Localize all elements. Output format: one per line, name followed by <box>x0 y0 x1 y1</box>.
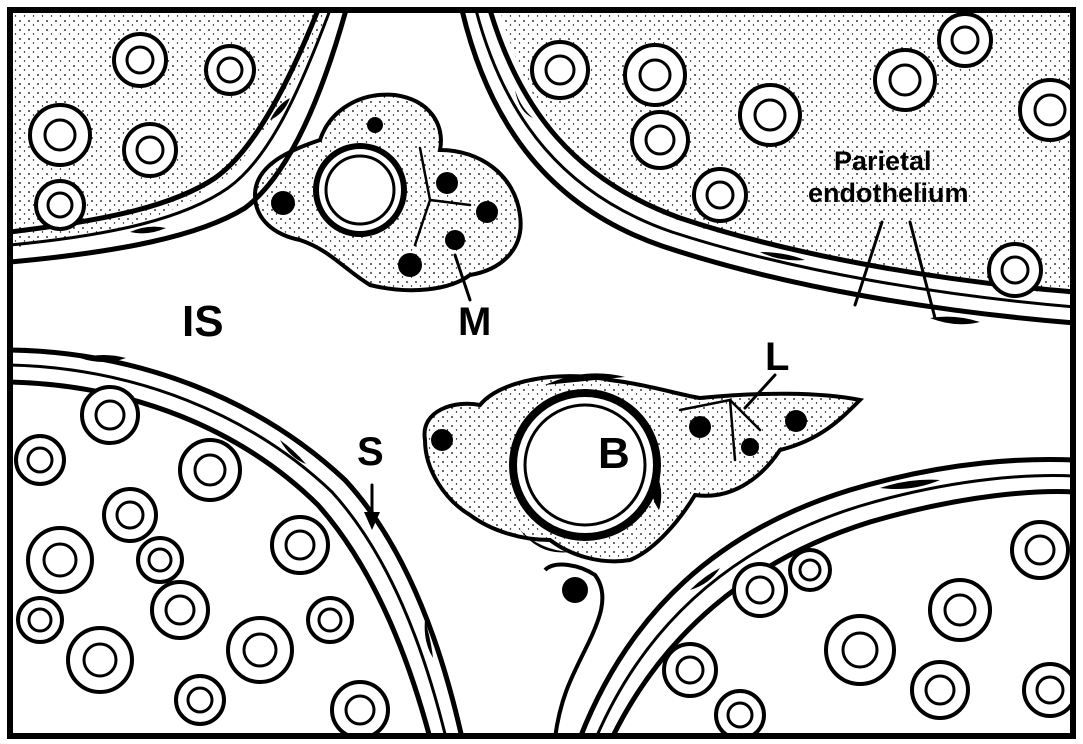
red-blood-cell <box>206 46 254 94</box>
red-blood-cell <box>272 517 328 573</box>
red-blood-cell <box>16 436 64 484</box>
red-blood-cell <box>308 598 352 642</box>
red-blood-cell <box>716 691 764 739</box>
red-blood-cell <box>82 387 138 443</box>
red-blood-cell <box>734 564 786 616</box>
label-lymphocyte: L <box>765 335 789 379</box>
red-blood-cell <box>176 676 224 724</box>
red-blood-cell <box>138 538 182 582</box>
label-parietal-line2: endothelium <box>808 178 969 208</box>
label-blood-vessel: B <box>598 429 630 478</box>
red-blood-cell <box>740 85 800 145</box>
red-blood-cell <box>332 682 388 738</box>
red-blood-cell <box>912 662 968 718</box>
red-blood-cell <box>180 440 240 500</box>
red-blood-cell <box>36 181 84 229</box>
red-blood-cell <box>790 550 830 590</box>
label-parietal-line1: Parietal <box>834 146 932 176</box>
red-blood-cell <box>532 42 588 98</box>
red-blood-cell <box>625 45 685 105</box>
red-blood-cell <box>1024 664 1076 716</box>
red-blood-cell <box>114 34 166 86</box>
red-blood-cell <box>152 582 208 638</box>
red-blood-cell <box>694 169 746 221</box>
red-blood-cell <box>124 124 176 176</box>
macrophage-cluster <box>255 95 521 291</box>
red-blood-cell <box>28 528 92 592</box>
label-interstitial-space: IS <box>182 297 224 346</box>
red-blood-cell <box>930 580 990 640</box>
red-blood-cell <box>989 244 1041 296</box>
red-blood-cell <box>228 618 292 682</box>
label-sinusoid: S <box>357 430 384 474</box>
red-blood-cell <box>104 489 156 541</box>
red-blood-cell <box>1012 522 1068 578</box>
red-blood-cell <box>632 112 688 168</box>
red-blood-cell <box>30 105 90 165</box>
red-blood-cell <box>939 14 991 66</box>
red-blood-cell <box>875 50 935 110</box>
red-blood-cell <box>826 616 894 684</box>
label-macrophage: M <box>458 300 491 344</box>
red-blood-cell <box>18 598 62 642</box>
red-blood-cell <box>68 628 132 692</box>
red-blood-cell <box>664 644 716 696</box>
